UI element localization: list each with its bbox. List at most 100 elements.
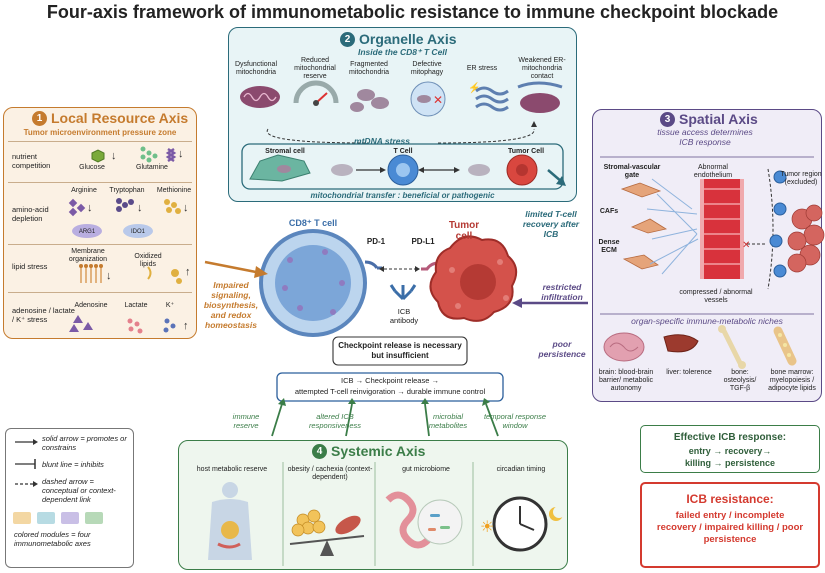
organelle-item-4: Defective mitophagy: [410, 61, 444, 76]
resistance-title: ICB resistance:: [686, 492, 774, 506]
organelle-item-6: Weakened ER-mitochondria contact: [518, 57, 566, 80]
svg-text:↓: ↓: [183, 202, 189, 214]
spatial-axis-header: 3 Spatial Axis: [660, 111, 758, 127]
mtdna-stress-label: mtDNA stress: [354, 136, 410, 146]
organelle-axis-title: Organelle Axis: [359, 31, 457, 47]
legend-solid: solid arrow = promotes or constrains: [42, 434, 127, 452]
membrane-label: Membrane organization: [68, 248, 108, 263]
row-label-ion: adenosine / lactate / K⁺ stress: [12, 306, 75, 324]
local-resource-panel: [3, 107, 197, 339]
vessels-label: compressed / abnormal vessels: [679, 289, 753, 304]
tumorcell-label: Tumor Cell: [507, 148, 545, 155]
row-label-nutrient: nutrient competition: [12, 152, 51, 170]
systemic-item-4: circadian timing: [496, 466, 546, 473]
systemic-item-3: gut microbiome: [402, 466, 450, 473]
methionine-label: Methionine: [156, 187, 192, 194]
systemic-link-2: altered ICB responsiveness: [308, 412, 362, 430]
abnormal-endothelium-label: Abnormal endothelium: [693, 164, 733, 179]
row-label-amino: amino-acid depletion: [12, 205, 49, 223]
glucose-label: Glucose: [79, 164, 105, 171]
organelle-arrow-text: limited T-cell recovery after ICB: [522, 209, 580, 239]
systemic-link-1: immune reserve: [232, 412, 260, 430]
glutamine-label: Glutamine: [136, 164, 168, 171]
effective-line1: entry → recovery→: [688, 446, 772, 456]
systemic-icons: ☀: [208, 462, 565, 566]
systemic-item-1: host metabolic reserve: [196, 466, 268, 473]
systemic-link-4: temporal response window: [483, 412, 547, 430]
niche-bone-marrow: bone marrow: myelopoiesis / adipocyte li…: [768, 369, 816, 392]
oxidized-lipids-label: Oxidized lipids: [134, 253, 162, 268]
tumor-region-label: Tumor region (excluded): [780, 171, 822, 186]
axis-number-badge: 2: [340, 31, 355, 47]
legend-symbols: [13, 439, 103, 524]
legend-colored: colored modules = four immunometabolic a…: [14, 530, 91, 548]
spatial-axis-subtitle: tissue access determines ICB response: [657, 127, 753, 147]
systemic-link-3: microbial metabolites: [428, 412, 468, 430]
figure-title: Four-axis framework of immunometabolic r…: [46, 2, 779, 22]
local-arrow-text: Impaired signaling, biosynthesis, and re…: [203, 280, 259, 330]
organelle-icons: ✕ ⚡: [240, 80, 564, 190]
legend-blunt: blunt line = inhibits: [42, 460, 104, 469]
axis-number-badge: 1: [32, 110, 47, 126]
svg-text:☀: ☀: [480, 519, 494, 536]
axis-number-badge: 3: [660, 111, 675, 127]
mito-transfer-caption: mitochondrial transfer : beneficial or p…: [310, 191, 495, 200]
spatial-scene: ✕: [600, 156, 825, 369]
organelle-item-5: ER stress: [466, 65, 498, 72]
organelle-axis-header: 2 Organelle Axis: [340, 31, 457, 47]
local-icons: ↓ ↓ ↓ ↓ ↓ ↓ ↑ ↑: [68, 146, 191, 334]
effective-line2: killing → persistence: [684, 458, 776, 468]
stromal-gate-label: Stromal-vascular gate: [603, 164, 661, 179]
axis-number-badge: 4: [312, 443, 327, 459]
svg-text:↓: ↓: [111, 150, 117, 162]
organelle-axis-subtitle: Inside the CD8⁺ T Cell: [357, 47, 448, 57]
niche-bone: bone: osteolysis/ TGF-β: [723, 369, 757, 392]
local-axis-title: Local Resource Axis: [51, 110, 189, 126]
organelle-item-1: Dysfunctional mitochondria: [234, 61, 278, 76]
dense-ecm-label: Dense ECM: [598, 239, 620, 254]
svg-text:↓: ↓: [106, 270, 112, 282]
svg-text:✕: ✕: [433, 93, 443, 107]
potassium-label: K⁺: [165, 302, 175, 309]
arginine-label: Arginine: [71, 187, 97, 194]
ido1-label: IDO1: [130, 229, 145, 235]
tumor-cell-label: Tumor cell: [448, 220, 480, 242]
svg-text:↑: ↑: [183, 320, 189, 332]
niche-liver: liver: tolerence: [666, 369, 712, 376]
svg-text:↑: ↑: [185, 266, 191, 278]
niches-title: organ-specific immune-metabolic niches: [631, 316, 783, 326]
legend-box: [5, 428, 134, 568]
svg-text:↓: ↓: [87, 202, 93, 214]
effective-title: Effective ICB response:: [673, 432, 787, 443]
icb-resistance-box: [640, 482, 820, 568]
local-axis-header: 1 Local Resource Axis: [32, 110, 188, 126]
svg-text:⚡: ⚡: [468, 81, 480, 94]
icb-chain-line2: attempted T-cell reinvigoration → durabl…: [294, 387, 486, 396]
spatial-arrow-text2: poor persistence: [538, 339, 586, 359]
systemic-item-2: obesity / cachexia (context-dependent): [287, 466, 373, 481]
pd1-label: PD-1: [366, 237, 386, 246]
niche-brain: brain: blood-brain barrier/ metabolic au…: [598, 369, 654, 392]
svg-text:↓: ↓: [137, 202, 143, 214]
systemic-axis-title: Systemic Axis: [331, 443, 426, 459]
tcell-label: T Cell: [393, 148, 413, 155]
stromal-cell-label: Stromal cell: [265, 148, 305, 155]
row-label-lipid: lipid stress: [12, 262, 48, 271]
legend-dashed: dashed arrow = conceptual or context-dep…: [42, 477, 116, 504]
spatial-arrow-text1: restricted infiltration: [541, 282, 583, 302]
cafs-label: CAFs: [599, 208, 619, 215]
tryptophan-label: Tryptophan: [109, 187, 145, 194]
arg1-label: ARG1: [78, 229, 96, 235]
systemic-axis-header: 4 Systemic Axis: [312, 443, 425, 459]
icb-chain-line1: ICB → Checkpoint release →: [341, 376, 439, 385]
icb-antibody-label: ICB antibody: [389, 307, 419, 325]
svg-text:↓: ↓: [178, 148, 184, 160]
effective-response-box: [640, 425, 820, 473]
local-axis-subtitle: Tumor microenvironment pressure zone: [23, 128, 177, 137]
organelle-item-2: Reduced mitochondrial reserve: [294, 57, 336, 80]
svg-text:✕: ✕: [742, 240, 750, 251]
cd8-tcell-label: CD8⁺ T cell: [288, 218, 338, 228]
pdl1-label: PD-L1: [411, 237, 435, 246]
lactate-label: Lactate: [124, 302, 148, 309]
